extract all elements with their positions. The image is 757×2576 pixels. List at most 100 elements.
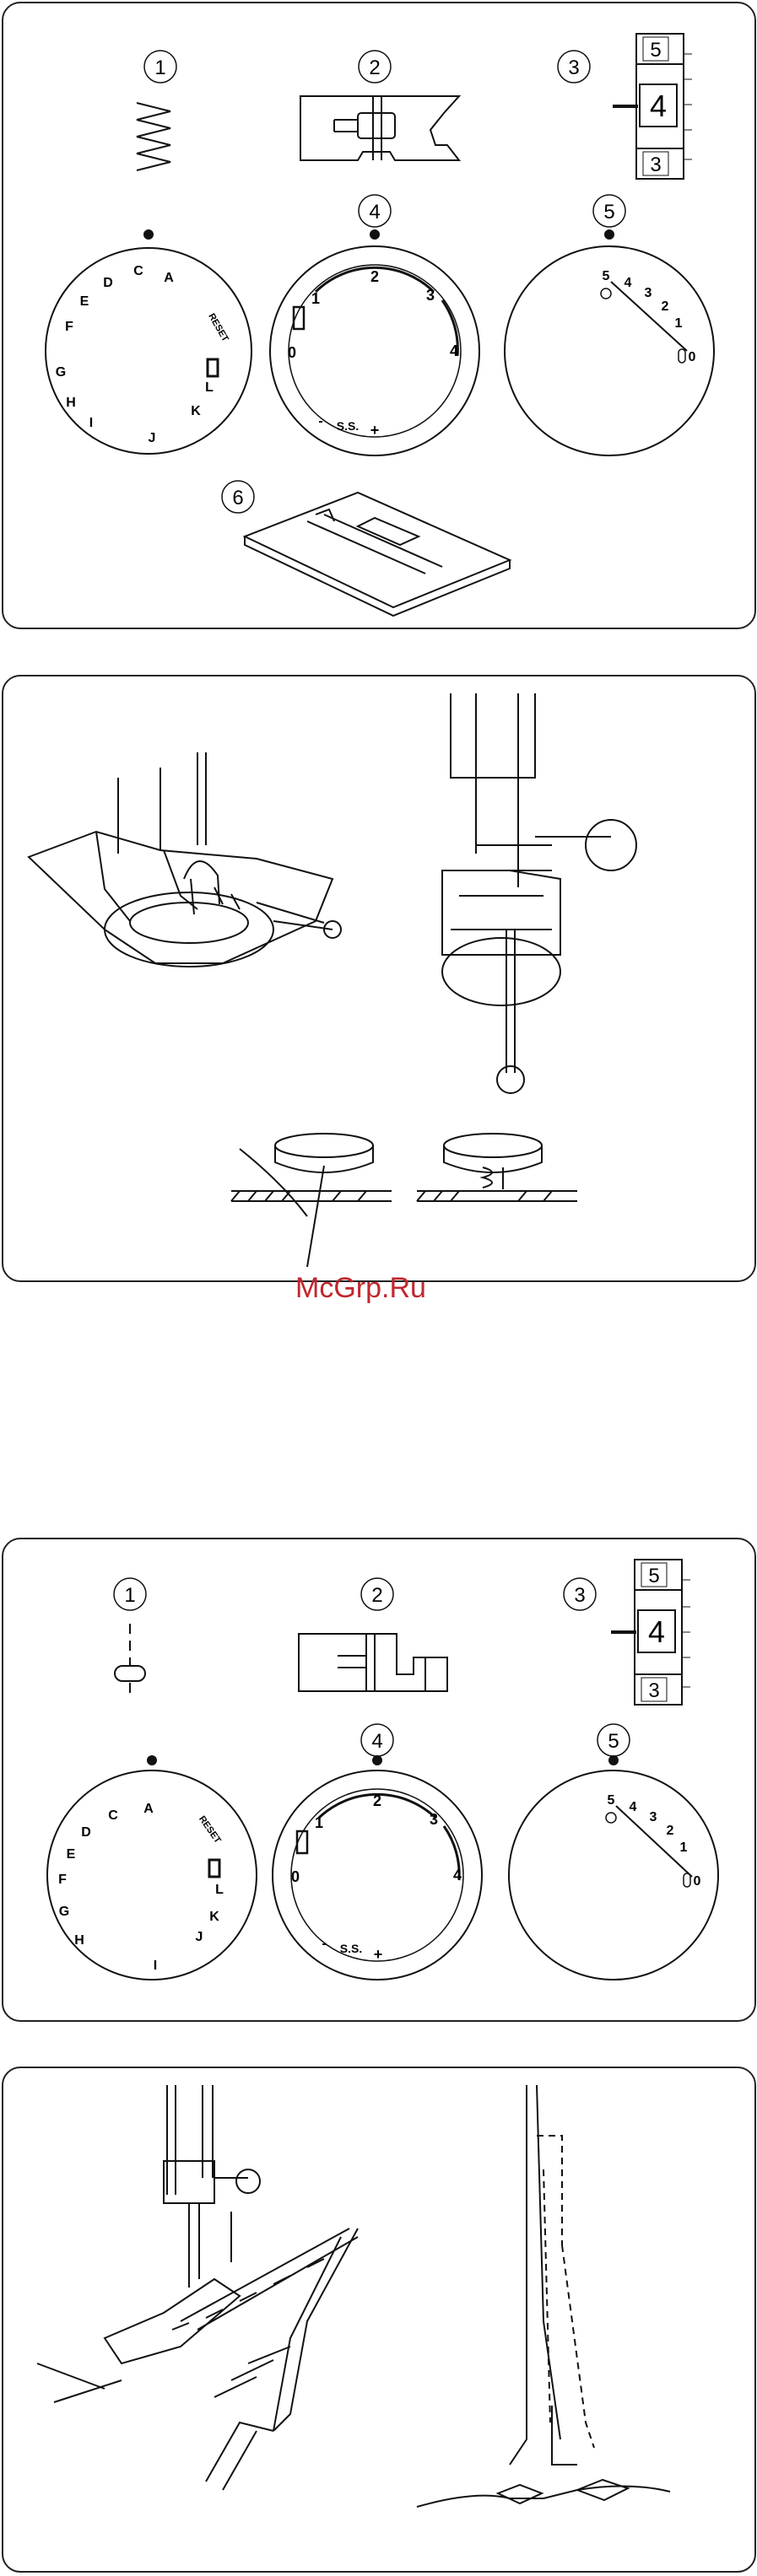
svg-text:5: 5 bbox=[603, 269, 610, 283]
svg-text:4: 4 bbox=[453, 1867, 462, 1883]
svg-text:H: H bbox=[66, 396, 76, 410]
svg-text:F: F bbox=[58, 1873, 67, 1887]
svg-text:G: G bbox=[59, 1905, 69, 1919]
svg-text:I: I bbox=[89, 416, 93, 430]
pattern-dial: A C D E F G H I J K L RESET bbox=[47, 1755, 257, 1980]
zipper-foot-sewing-view bbox=[37, 2085, 358, 2490]
svg-text:5: 5 bbox=[650, 39, 661, 62]
svg-text:+: + bbox=[370, 422, 380, 439]
stitch-length-dial: 0 1 2 3 4 S.S. - + bbox=[273, 1755, 482, 1980]
svg-text:5: 5 bbox=[648, 1565, 659, 1587]
svg-text:RESET: RESET bbox=[206, 312, 230, 344]
svg-text:3: 3 bbox=[648, 1679, 659, 1702]
marker-3: 3 bbox=[558, 51, 590, 83]
settings-diagram-1: 1 2 3 4 5 6 5 4 bbox=[3, 3, 754, 628]
svg-text:3: 3 bbox=[645, 286, 652, 300]
machine-front-view bbox=[442, 693, 636, 1093]
settings-diagram-3: 1 2 3 4 5 5 4 bbox=[3, 1539, 754, 2020]
svg-text:S.S.: S.S. bbox=[337, 419, 359, 433]
svg-text:0: 0 bbox=[288, 344, 296, 361]
svg-text:J: J bbox=[196, 1930, 203, 1944]
svg-text:RESET: RESET bbox=[197, 1814, 223, 1846]
svg-text:3: 3 bbox=[426, 287, 435, 304]
svg-text:L: L bbox=[205, 380, 214, 395]
svg-text:E: E bbox=[80, 294, 89, 309]
stitch-length-dial: 0 1 2 3 4 S.S. - + bbox=[270, 229, 479, 455]
svg-text:4: 4 bbox=[369, 201, 380, 224]
stitch-width-dial: 5 4 3 2 1 0 bbox=[505, 229, 714, 455]
svg-text:J: J bbox=[149, 431, 156, 445]
svg-text:H: H bbox=[74, 1933, 84, 1948]
svg-text:3: 3 bbox=[568, 57, 579, 79]
svg-text:C: C bbox=[133, 264, 143, 278]
marker-5: 5 bbox=[597, 1724, 630, 1756]
svg-text:2: 2 bbox=[667, 1824, 674, 1838]
svg-text:6: 6 bbox=[232, 487, 243, 509]
svg-text:0: 0 bbox=[689, 350, 696, 364]
zigzag-foot-icon bbox=[300, 96, 459, 160]
marker-2: 2 bbox=[361, 1578, 393, 1610]
svg-text:-: - bbox=[318, 414, 322, 428]
svg-text:2: 2 bbox=[373, 1792, 381, 1809]
svg-text:2: 2 bbox=[371, 1584, 382, 1607]
settings-panel-1: 1 2 3 4 5 6 5 4 bbox=[2, 2, 756, 629]
svg-text:1: 1 bbox=[154, 57, 165, 79]
marker-3: 3 bbox=[564, 1578, 596, 1610]
svg-text:0: 0 bbox=[291, 1868, 300, 1885]
marker-2: 2 bbox=[359, 51, 391, 83]
svg-text:1: 1 bbox=[675, 316, 683, 331]
svg-text:5: 5 bbox=[608, 1793, 615, 1808]
cover-plate-icon bbox=[245, 493, 510, 616]
stitch-width-dial: 5 4 3 2 1 0 bbox=[509, 1755, 718, 1980]
svg-text:3: 3 bbox=[574, 1584, 585, 1607]
zipper-finished-view bbox=[417, 2085, 670, 2507]
zigzag-stitch-icon bbox=[137, 103, 170, 170]
svg-text:4: 4 bbox=[630, 1800, 637, 1814]
svg-text:3: 3 bbox=[650, 1810, 657, 1824]
svg-text:4: 4 bbox=[650, 89, 667, 123]
stitch-indicator: 5 4 3 bbox=[613, 34, 692, 179]
svg-text:2: 2 bbox=[369, 57, 380, 79]
straight-stitch-icon bbox=[115, 1624, 145, 1693]
button-sewing-illustration bbox=[3, 676, 754, 1280]
settings-panel-3: 1 2 3 4 5 5 4 bbox=[2, 1538, 756, 2022]
svg-text:+: + bbox=[374, 1946, 383, 1963]
marker-5: 5 bbox=[593, 195, 625, 227]
pattern-dial: A C D E F G H I J K L RESET bbox=[46, 229, 251, 454]
svg-text:-: - bbox=[322, 1937, 326, 1951]
svg-text:0: 0 bbox=[694, 1874, 701, 1889]
svg-text:1: 1 bbox=[124, 1584, 135, 1607]
svg-text:K: K bbox=[191, 404, 201, 418]
svg-text:S.S.: S.S. bbox=[340, 1942, 362, 1955]
svg-text:A: A bbox=[164, 271, 174, 285]
marker-1: 1 bbox=[114, 1578, 146, 1610]
marker-1: 1 bbox=[144, 51, 176, 83]
svg-text:1: 1 bbox=[680, 1840, 688, 1855]
zipper-foot-icon bbox=[299, 1634, 447, 1691]
illustration-panel-2 bbox=[2, 675, 756, 1282]
svg-text:4: 4 bbox=[648, 1614, 665, 1649]
svg-text:C: C bbox=[108, 1808, 118, 1823]
svg-text:3: 3 bbox=[430, 1811, 438, 1828]
svg-text:1: 1 bbox=[315, 1814, 323, 1831]
svg-text:L: L bbox=[215, 1883, 224, 1897]
svg-text:3: 3 bbox=[650, 154, 661, 176]
illustration-panel-4 bbox=[2, 2067, 756, 2573]
svg-text:2: 2 bbox=[370, 268, 379, 285]
svg-text:1: 1 bbox=[311, 290, 320, 307]
svg-text:E: E bbox=[67, 1847, 76, 1862]
marker-4: 4 bbox=[361, 1724, 393, 1756]
marker-6: 6 bbox=[222, 481, 254, 513]
svg-text:5: 5 bbox=[608, 1730, 619, 1753]
svg-text:5: 5 bbox=[603, 201, 614, 224]
stitch-indicator: 5 4 3 bbox=[611, 1560, 690, 1705]
svg-text:K: K bbox=[209, 1910, 219, 1924]
svg-text:G: G bbox=[56, 365, 66, 380]
svg-text:4: 4 bbox=[371, 1730, 382, 1753]
svg-text:4: 4 bbox=[625, 276, 632, 290]
svg-text:I: I bbox=[154, 1959, 157, 1973]
svg-text:F: F bbox=[65, 320, 73, 334]
svg-text:4: 4 bbox=[450, 342, 458, 359]
svg-text:2: 2 bbox=[662, 299, 669, 314]
marker-4: 4 bbox=[359, 195, 391, 227]
